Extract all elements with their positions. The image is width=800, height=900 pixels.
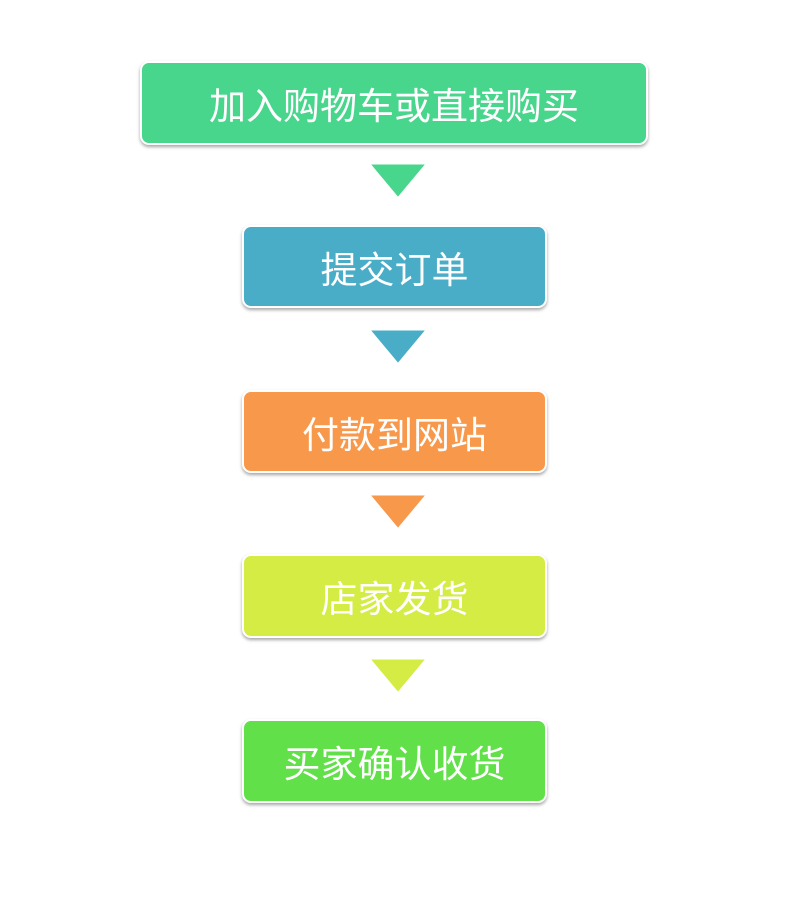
down-arrow-icon xyxy=(366,327,430,367)
step-label: 店家发货 xyxy=(320,578,469,621)
down-arrow-icon xyxy=(366,492,430,532)
down-arrow-icon xyxy=(366,656,430,696)
down-arrow-icon xyxy=(366,161,430,201)
step-label: 加入购物车或直接购买 xyxy=(209,85,579,128)
step-confirm-receipt: 买家确认收货 xyxy=(242,719,547,803)
step-pay: 付款到网站 xyxy=(242,390,547,473)
step-add-to-cart: 加入购物车或直接购买 xyxy=(140,61,648,145)
step-label: 提交订单 xyxy=(320,248,469,292)
step-label: 买家确认收货 xyxy=(283,743,506,786)
step-ship: 店家发货 xyxy=(242,554,547,638)
step-submit-order: 提交订单 xyxy=(242,225,547,308)
step-label: 付款到网站 xyxy=(302,413,487,457)
